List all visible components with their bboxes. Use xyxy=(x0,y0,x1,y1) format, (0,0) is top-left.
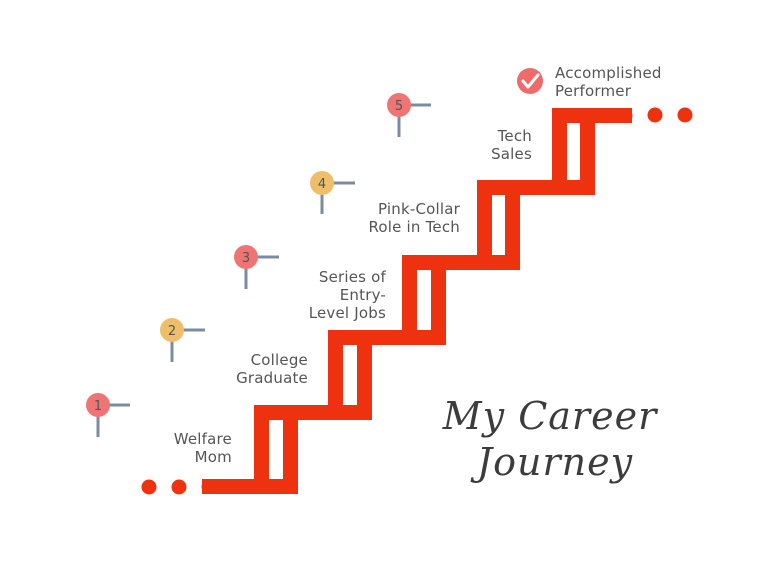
pin-4: 4 xyxy=(310,171,355,214)
stair-post-1 xyxy=(283,405,298,494)
step-5-label: Tech Sales xyxy=(470,127,532,163)
step-1-label: Welfare Mom xyxy=(150,430,232,466)
pin-1: 1 xyxy=(86,393,130,437)
step-3-line1: Series of xyxy=(318,268,386,286)
step-4-label: Pink-Collar Role in Tech xyxy=(340,200,460,236)
stair-cap-right xyxy=(617,108,633,123)
step-2-line2: Graduate xyxy=(236,369,308,387)
goal-label: Accomplished Performer xyxy=(555,64,705,100)
step-1-line2: Mom xyxy=(194,448,232,466)
diagram-title: My Career Journey xyxy=(430,393,670,485)
stair-riser-4 xyxy=(477,180,492,270)
stair-riser-5 xyxy=(552,108,567,195)
pin-4-number: 4 xyxy=(318,177,326,192)
pin-2-number: 2 xyxy=(168,324,176,339)
pin-3: 3 xyxy=(234,245,279,289)
pin-5: 5 xyxy=(387,93,431,137)
goal-line1: Accomplished xyxy=(555,64,662,82)
stair-riser-3 xyxy=(402,255,417,345)
pin-5-head xyxy=(387,93,411,117)
dot-right-1 xyxy=(647,107,663,123)
pin-5-number: 5 xyxy=(395,99,403,114)
pin-2: 2 xyxy=(160,318,205,362)
stair-tread-2 xyxy=(254,405,372,420)
title-line2: Journey xyxy=(476,440,634,484)
step-3-label: Series of Entry- Level Jobs xyxy=(283,268,386,322)
step-2-line1: College xyxy=(250,351,308,369)
step-3-line2: Entry- xyxy=(339,286,386,304)
pin-4-head xyxy=(310,171,334,195)
stair-post-5 xyxy=(580,108,595,195)
dot-left-2 xyxy=(171,479,187,495)
stair-post-3 xyxy=(431,255,446,345)
stair-tread-1 xyxy=(202,479,298,494)
stair-post-4 xyxy=(505,180,520,270)
stair-post-2 xyxy=(357,330,372,420)
stair-tread-3 xyxy=(328,330,446,345)
pin-1-head xyxy=(86,393,110,417)
step-5-line2: Sales xyxy=(491,145,532,163)
check-circle-icon xyxy=(517,68,543,94)
stair-tread-5 xyxy=(477,180,595,195)
step-1-line1: Welfare xyxy=(173,430,232,448)
dot-left-1 xyxy=(141,479,157,495)
stair-tread-4 xyxy=(402,255,520,270)
title-line1: My Career xyxy=(442,394,658,438)
goal-line2: Performer xyxy=(555,82,632,100)
step-5-line1: Tech xyxy=(497,127,532,145)
pin-3-number: 3 xyxy=(242,251,250,266)
step-4-line1: Pink-Collar xyxy=(377,200,460,218)
pin-3-head xyxy=(234,245,258,269)
step-2-label: College Graduate xyxy=(212,351,308,387)
stair-riser-2 xyxy=(328,330,343,420)
stair-riser-1 xyxy=(254,405,269,494)
stair-cap-left xyxy=(201,479,217,494)
pin-2-head xyxy=(160,318,184,342)
step-4-line2: Role in Tech xyxy=(368,218,460,236)
step-3-line3: Level Jobs xyxy=(308,304,386,322)
staircase xyxy=(141,107,693,495)
pin-1-number: 1 xyxy=(94,399,102,414)
dot-right-2 xyxy=(677,107,693,123)
